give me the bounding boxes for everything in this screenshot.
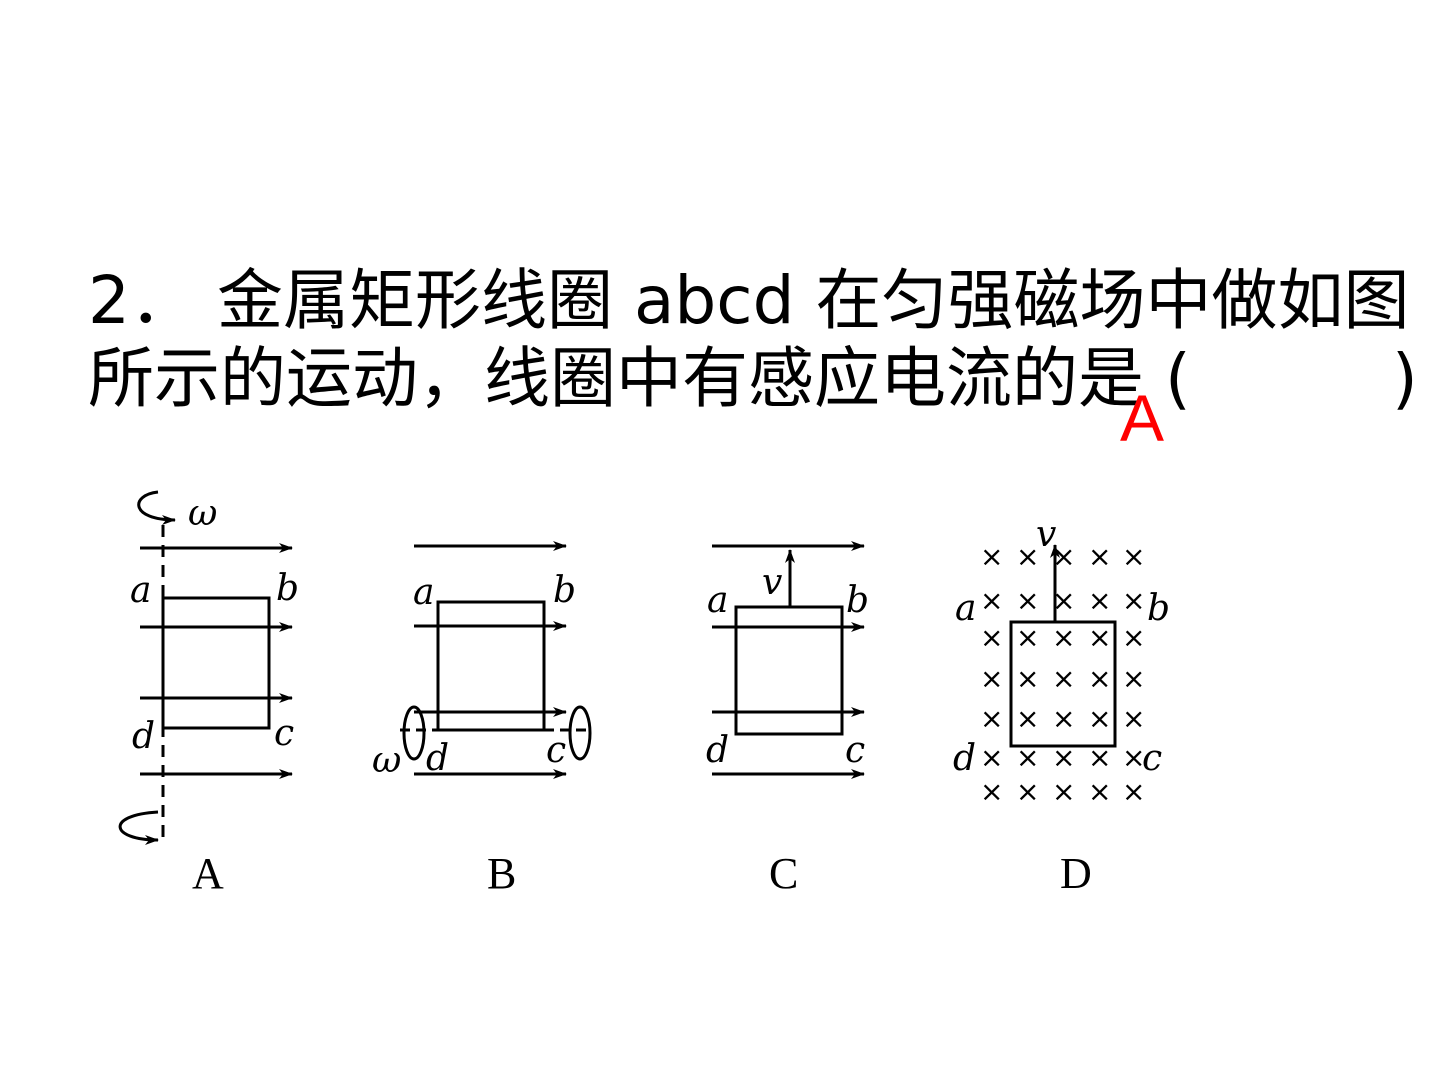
corner-a-label: a [130,570,151,611]
figure-a [118,490,293,845]
field-cross-icon: × [1122,702,1145,735]
corner-c-label: c [546,730,566,771]
rotation-arrow-icon [137,490,176,525]
field-cross-icon: × [1016,540,1039,573]
rotation-arrow-icon [118,810,159,845]
field-cross-icon: × [1016,741,1039,774]
field-cross-icon: × [980,775,1003,808]
corner-c-label: c [845,730,865,771]
field-cross-icon: × [1052,584,1075,617]
corner-d-label: d [132,716,155,757]
caption-c: C [769,849,798,898]
field-cross-icon: × [1122,662,1145,695]
corner-d-label: d [953,738,976,779]
field-cross-icon: × [1122,741,1145,774]
question-text: 2． 金属矩形线圈 abcd 在匀强磁场中做如图 所示的运动，线圈中有感应电流的… [88,262,1418,418]
corner-a-label: a [955,588,976,629]
figure-c [712,541,865,779]
corner-b-label: b [553,570,576,611]
field-cross-icon: × [1016,621,1039,654]
coil [161,596,271,730]
rotation-arrow-icon [568,705,592,761]
corner-b-label: b [276,568,299,609]
question-line-2: 所示的运动，线圈中有感应电流的是 ( [88,340,1191,417]
corner-b-label: b [1147,588,1170,629]
field-cross-icon: × [1016,584,1039,617]
caption-d: D [1060,849,1092,898]
question-line-1: 2． 金属矩形线圈 abcd 在匀强磁场中做如图 [88,262,1410,339]
field-cross-icon: × [1088,741,1111,774]
field-cross-icon: × [1122,775,1145,808]
field-cross-icon: × [1088,702,1111,735]
field-cross-icon: × [1016,702,1039,735]
field-cross-icon: × [1088,775,1111,808]
field-cross-icon: × [1122,540,1145,573]
field-cross-icon: × [980,584,1003,617]
field-cross-icon: × [1088,584,1111,617]
velocity-label: v [1036,514,1056,555]
field-cross-icon: × [1052,662,1075,695]
magnetic-field-crosses: ××××××××××××××××××××××××××××××××××× [980,540,1145,808]
corner-c-label: c [274,713,294,754]
field-cross-icon: × [1016,662,1039,695]
field-cross-icon: × [1088,540,1111,573]
corner-b-label: b [846,580,869,621]
field-cross-icon: × [1122,621,1145,654]
closing-paren: ) [1392,340,1418,417]
caption-a: A [192,849,224,898]
coil [436,600,546,732]
field-cross-icon: × [1052,621,1075,654]
field-cross-icon: × [980,621,1003,654]
field-cross-icon: × [1052,775,1075,808]
field-cross-icon: × [1122,584,1145,617]
caption-b: B [487,849,516,898]
rotation-arrow-icon [402,705,426,761]
answer-mark: A [1120,381,1165,455]
figure-d [1009,544,1117,748]
corner-d-label: d [426,738,449,779]
field-cross-icon: × [980,662,1003,695]
omega-label: ω [372,740,401,781]
field-cross-icon: × [1088,662,1111,695]
corner-a-label: a [707,580,728,621]
corner-d-label: d [706,730,729,771]
corner-a-label: a [413,572,434,613]
coil [1009,620,1117,748]
field-cross-icon: × [980,540,1003,573]
field-cross-icon: × [1052,741,1075,774]
omega-label: ω [188,493,217,534]
figure-b [400,541,592,779]
corner-c-label: c [1142,738,1162,779]
field-cross-icon: × [1052,702,1075,735]
field-cross-icon: × [980,702,1003,735]
field-cross-icon: × [1088,621,1111,654]
field-cross-icon: × [1016,775,1039,808]
field-cross-icon: × [980,741,1003,774]
velocity-label: v [762,562,782,603]
